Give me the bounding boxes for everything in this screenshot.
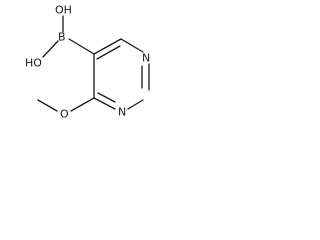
bond-c5-c6 xyxy=(93,38,122,55)
label-boron: B xyxy=(58,31,66,44)
label-oxygen-methoxy: O xyxy=(60,108,69,121)
atom-labels: OH HO B N N O xyxy=(25,4,150,121)
bond-c2-n3 xyxy=(127,99,144,110)
chemical-structure-diagram: OH HO B N N O xyxy=(25,4,150,121)
bond-c4-o xyxy=(70,97,95,112)
bond-c6-n1 xyxy=(120,38,144,53)
bond-b-c5 xyxy=(68,38,95,55)
label-oh-lower: HO xyxy=(25,57,42,70)
bond-c5-c6-double xyxy=(96,45,121,60)
label-nitrogen-n3: N xyxy=(118,106,126,119)
label-oh-upper: OH xyxy=(55,4,72,17)
bond-b-oh-lower xyxy=(42,40,59,58)
label-nitrogen-n1: N xyxy=(142,52,150,65)
bond-lines xyxy=(37,15,150,112)
bond-o-methyl xyxy=(37,99,58,112)
bond-n3-c4 xyxy=(93,97,116,110)
bond-n3-c4-double xyxy=(97,92,116,103)
